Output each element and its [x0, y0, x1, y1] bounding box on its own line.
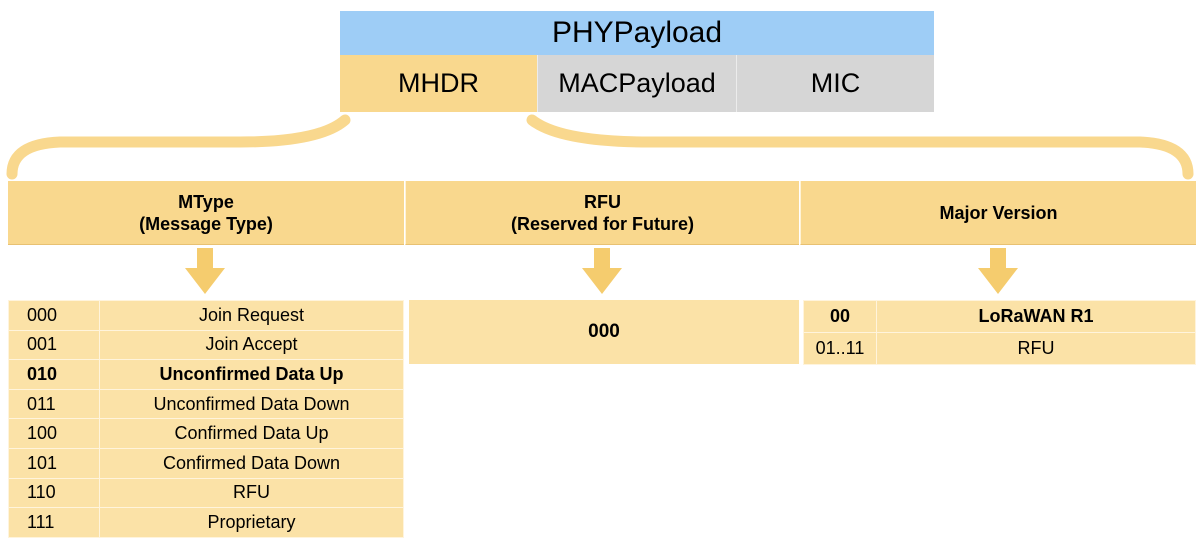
rfu-value: 000: [409, 300, 799, 364]
row-code: 010: [8, 359, 100, 390]
mhdr-field: MHDR: [340, 55, 537, 112]
phypayload-title: PHYPayload: [340, 11, 934, 55]
header-major-version: Major Version: [800, 181, 1196, 245]
row-code: 001: [8, 329, 100, 361]
header-rfu-title: RFU: [583, 191, 621, 212]
header-rfu: RFU (Reserved for Future): [405, 181, 799, 245]
row-code: 01..11: [803, 332, 877, 365]
row-label: Proprietary: [99, 507, 404, 538]
row-label: RFU: [876, 332, 1196, 365]
row-label: Confirmed Data Down: [99, 447, 404, 479]
row-label: RFU: [99, 477, 404, 509]
row-code: 110: [8, 477, 100, 509]
header-mtype-subtitle: (Message Type): [139, 213, 273, 234]
expansion-brace: [6, 114, 1194, 180]
row-label: Confirmed Data Up: [99, 418, 404, 449]
mic-field: MIC: [736, 55, 934, 112]
row-label: Unconfirmed Data Up: [99, 359, 404, 390]
header-mtype: MType (Message Type): [8, 181, 404, 245]
row-label: LoRaWAN R1: [876, 300, 1196, 333]
row-code: 000: [8, 300, 100, 331]
header-rfu-subtitle: (Reserved for Future): [510, 213, 695, 234]
row-code: 00: [803, 300, 877, 333]
row-code: 011: [8, 388, 100, 420]
row-label: Join Accept: [99, 329, 404, 361]
row-code: 100: [8, 418, 100, 449]
header-mtype-title: MType: [178, 191, 234, 212]
arrow-down-icon: [978, 248, 1018, 294]
row-label: Join Request: [99, 300, 404, 331]
row-code: 111: [8, 507, 100, 538]
arrow-down-icon: [185, 248, 225, 294]
row-code: 101: [8, 447, 100, 479]
macpayload-field: MACPayload: [537, 55, 736, 112]
header-major-title: Major Version: [939, 202, 1058, 223]
row-label: Unconfirmed Data Down: [99, 388, 404, 420]
arrow-down-icon: [582, 248, 622, 294]
